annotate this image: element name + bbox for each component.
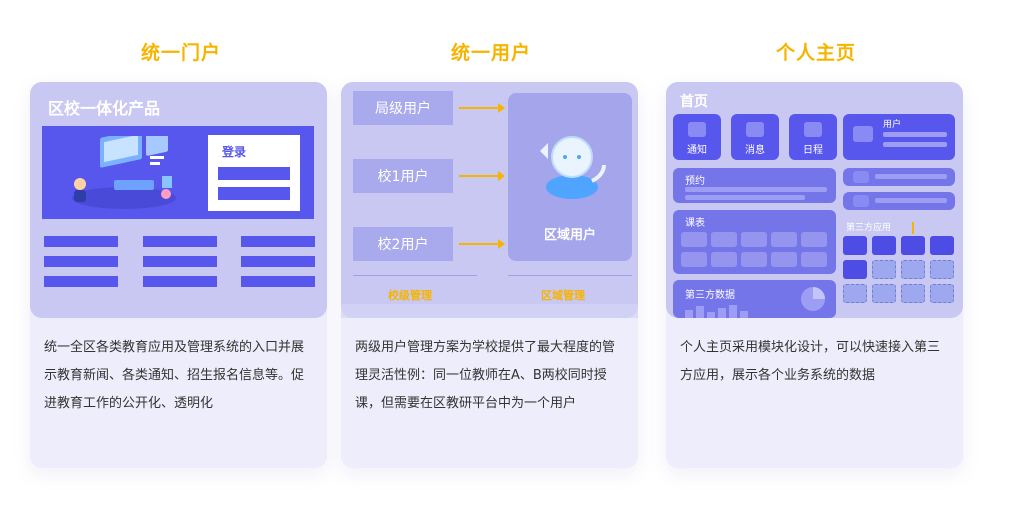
computer-dashboard-illustration-icon [72, 136, 176, 209]
user-description: 两级用户管理方案为学校提供了最大程度的管理灵活性例：同一位教师在A、B两校同时授… [355, 340, 616, 411]
app-slot [930, 284, 954, 303]
calendar-icon [804, 122, 822, 137]
region-user-label: 区域用户 [543, 228, 596, 243]
arrow-right-icon [459, 239, 505, 249]
column-title-unified-user: 统一用户 [450, 42, 531, 64]
news-bar [143, 276, 217, 287]
login-field-username [218, 167, 290, 180]
schedule-label: 课表 [685, 218, 705, 229]
home-preview: 首页 通知 消息 日程 用户 预约 [666, 82, 963, 318]
widget-icon [853, 195, 869, 207]
notice-icon [688, 122, 706, 137]
message-label: 消息 [745, 145, 765, 156]
schedule-panel: 课表 [673, 210, 836, 274]
app-slot [901, 260, 925, 279]
schedule-cell [801, 232, 827, 247]
news-bar [143, 236, 217, 247]
booking-label: 预约 [685, 176, 705, 187]
home-card-title: 首页 [680, 94, 708, 110]
schedule-cell [711, 252, 737, 267]
school1-user-box: 校1用户 [353, 159, 453, 193]
home-description: 个人主页采用模块化设计，可以快速接入第三方应用，展示各个业务系统的数据 [680, 340, 941, 383]
widget-icon [853, 171, 869, 183]
notice-label: 通知 [687, 145, 707, 156]
news-bar [44, 236, 118, 247]
news-bar [241, 236, 315, 247]
schedule-cell [681, 232, 707, 247]
column-title-unified-portal: 统一门户 [140, 42, 221, 64]
bar-chart-icon [685, 305, 748, 318]
divider-line [353, 275, 477, 276]
widget-line [875, 174, 947, 179]
user-panel-line [883, 132, 947, 137]
booking-line [685, 187, 827, 192]
school-management-label: 校级管理 [388, 289, 432, 302]
message-tile: 消息 [731, 114, 779, 160]
user-panel-icon [853, 126, 873, 142]
booking-panel: 预约 [673, 168, 836, 203]
portal-card-title: 区校一体化产品 [48, 99, 161, 118]
third-party-data-panel: 第三方数据 [673, 280, 836, 318]
arrow-right-icon [459, 103, 505, 113]
widget-panel [843, 192, 955, 210]
login-label: 登录 [222, 145, 247, 159]
portal-card: 区校一体化产品 登录 [30, 82, 327, 468]
app-slot [901, 284, 925, 303]
bureau-user-box: 局级用户 [353, 91, 453, 125]
app-square [901, 236, 925, 255]
user-card: 局级用户 校1用户 校2用户 区域用户 校级管理 区域管理 两级用户管理方案为学… [341, 82, 638, 468]
news-bar [241, 256, 315, 267]
app-slot [872, 260, 896, 279]
login-box: 登录 [208, 135, 300, 211]
school2-user-box: 校2用户 [353, 227, 453, 261]
booking-line [685, 195, 805, 200]
notice-tile: 通知 [673, 114, 721, 160]
user-preview: 局级用户 校1用户 校2用户 区域用户 校级管理 区域管理 [341, 82, 638, 318]
app-square [872, 236, 896, 255]
bottom-fade [341, 304, 638, 318]
calendar-tile: 日程 [789, 114, 837, 160]
portal-description: 统一全区各类教育应用及管理系统的入口并展示教育新闻、各类通知、招生报名信息等。促… [44, 340, 305, 411]
region-management-label: 区域管理 [541, 289, 585, 302]
schedule-cell [711, 232, 737, 247]
user-avatar-3d-icon [540, 136, 606, 199]
app-square [930, 236, 954, 255]
widget-line [875, 198, 947, 203]
divider-line [508, 275, 632, 276]
user-panel: 用户 [843, 114, 955, 160]
schedule-cell [801, 252, 827, 267]
calendar-label: 日程 [803, 145, 823, 156]
portal-preview: 区校一体化产品 登录 [30, 82, 327, 318]
user-panel-line [883, 142, 947, 147]
app-slot [843, 284, 867, 303]
schedule-cell [771, 232, 797, 247]
column-title-personal-home: 个人主页 [775, 42, 856, 64]
pie-chart-icon [801, 287, 825, 311]
schedule-cell [741, 252, 767, 267]
region-user-box: 区域用户 [508, 93, 632, 261]
login-field-password [218, 187, 290, 200]
news-bar [143, 256, 217, 267]
schedule-cell [771, 252, 797, 267]
schedule-cell [741, 232, 767, 247]
message-icon [746, 122, 764, 137]
schedule-cell [681, 252, 707, 267]
third-party-marker [912, 222, 914, 234]
app-square [843, 260, 867, 279]
widget-panel [843, 168, 955, 186]
third-party-data-label: 第三方数据 [685, 290, 735, 301]
news-bar [44, 276, 118, 287]
home-card: 首页 通知 消息 日程 用户 预约 [666, 82, 963, 468]
app-square [843, 236, 867, 255]
third-party-apps-label: 第三方应用 [846, 223, 892, 233]
news-bar [241, 276, 315, 287]
portal-banner: 登录 [42, 126, 314, 219]
arrow-right-icon [459, 171, 505, 181]
news-bar [44, 256, 118, 267]
app-slot [872, 284, 896, 303]
app-slot [930, 260, 954, 279]
user-panel-label: 用户 [883, 120, 902, 130]
